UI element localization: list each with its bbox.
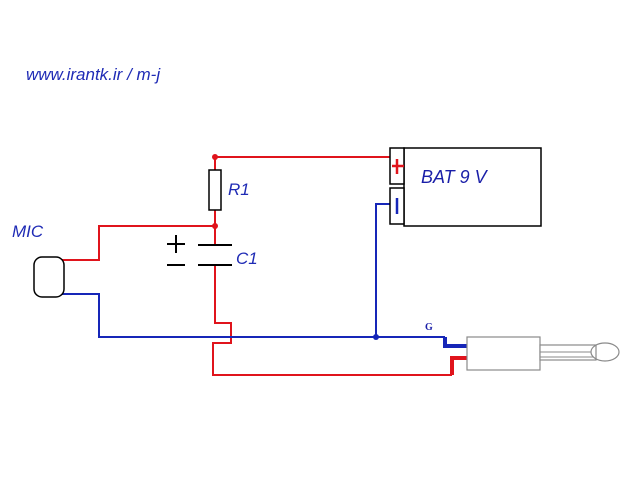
positive-wires: [62, 156, 452, 376]
c1-label: C1: [236, 249, 258, 268]
negative-wires: [62, 203, 445, 338]
junction-r1-c1: [212, 223, 218, 229]
wire-battery-minus: [375, 203, 392, 337]
junction-ground: [373, 334, 379, 340]
mic-label: MIC: [12, 222, 44, 241]
battery-label: BAT 9 V: [421, 167, 489, 187]
capacitor-c1: [167, 235, 232, 266]
watermark-url: www.irantk.ir / m-j: [26, 65, 161, 84]
junction-top: [212, 154, 218, 160]
wire-c1-to-plug-tip: [212, 266, 452, 376]
microphone: [33, 256, 65, 298]
battery-9v: [389, 147, 542, 227]
r1-label: R1: [228, 180, 250, 199]
wire-mic-plus: [62, 225, 215, 261]
ground-label: G: [425, 322, 433, 333]
audio-plug: [443, 336, 620, 375]
wire-mic-minus: [62, 293, 445, 338]
resistor-r1: [208, 169, 222, 211]
